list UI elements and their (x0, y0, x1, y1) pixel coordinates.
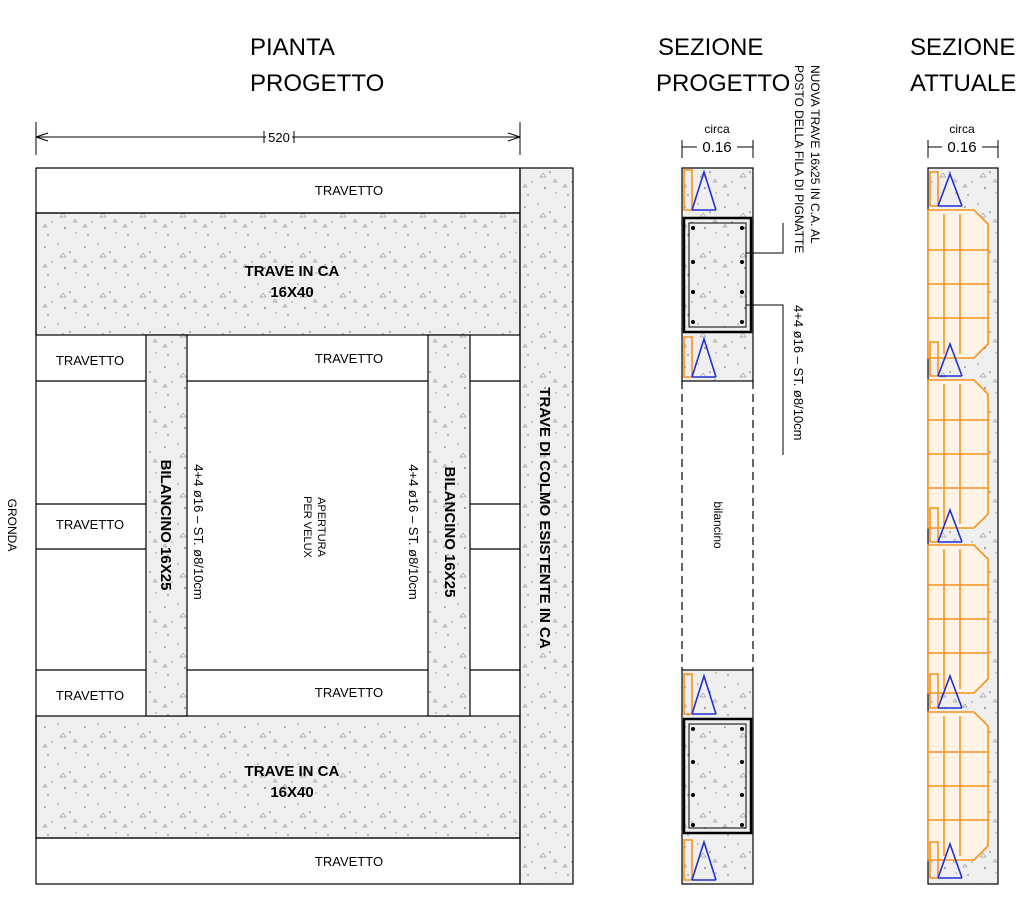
beam-bottom-label-1: TRAVE IN CA (245, 763, 340, 780)
beam-bottom-slab (35, 715, 521, 839)
gronda-label: GRONDA (5, 499, 19, 552)
section-project-rebar: 4+4 ø16 – ST. ø8/10cm (791, 305, 806, 440)
section-project-title-2: PROGETTO (656, 70, 790, 97)
ridge-beam-band (519, 167, 574, 885)
bilancino-right-rebar: 4+4 ø16 – ST. ø8/10cm (406, 464, 421, 599)
travetto-label: TRAVETTO (315, 685, 383, 700)
opening-label-2: PER VELUX (301, 496, 313, 558)
travetto-label: TRAVETTO (56, 688, 124, 703)
plan-dimension: 520 (268, 130, 290, 145)
section-current-dimension (927, 140, 999, 158)
ridge-beam-label: TRAVE DI COLMO ESISTENTE IN CA (536, 387, 553, 649)
bilancino-left-label: BILANCINO 16X25 (157, 460, 174, 591)
beam-bottom-label-2: 16X40 (270, 784, 313, 801)
travetto-label: TRAVETTO (56, 517, 124, 532)
plan-outline (35, 167, 521, 885)
beam-top-slab (35, 212, 521, 336)
plan-title-2: PROGETTO (250, 70, 384, 97)
section-project (681, 167, 784, 885)
bilancino-right-band (427, 334, 471, 717)
section-project-circa: circa (704, 122, 730, 136)
travetto-label: TRAVETTO (315, 183, 383, 198)
section-project-bilancino: bilancino (711, 501, 725, 549)
rebar-dots (691, 226, 744, 827)
section-project-note-1: NUOVA TRAVE 16x25 IN C.A. AL (808, 65, 822, 244)
bilancino-right-label: BILANCINO 16X25 (441, 467, 458, 598)
beam-top-label-2: 16X40 (270, 284, 313, 301)
opening-label-1: APERTURA (315, 497, 327, 557)
section-project-title-1: SEZIONE (658, 34, 763, 61)
bilancino-left-band (145, 334, 188, 717)
travetto-label: TRAVETTO (315, 351, 383, 366)
bilancino-left-rebar: 4+4 ø16 – ST. ø8/10cm (191, 464, 206, 599)
plan-view (35, 122, 574, 885)
section-project-note-2: POSTO DELLA FILA DI PIGNATTE (792, 65, 806, 253)
section-project-dimension (681, 140, 754, 158)
section-project-width: 0.16 (702, 139, 731, 156)
section-current-travetti (929, 171, 963, 879)
plan-title-1: PIANTA (250, 34, 335, 61)
section-current-blocks (927, 209, 989, 861)
section-current-title-1: SEZIONE (910, 34, 1015, 61)
section-current-width: 0.16 (947, 139, 976, 156)
section-current-title-2: ATTUALE (910, 70, 1016, 97)
travetto-label: TRAVETTO (56, 353, 124, 368)
beam-top-label-1: TRAVE IN CA (245, 263, 340, 280)
travetto-label: TRAVETTO (315, 854, 383, 869)
section-current-circa: circa (949, 122, 975, 136)
project-travetti (683, 169, 717, 881)
